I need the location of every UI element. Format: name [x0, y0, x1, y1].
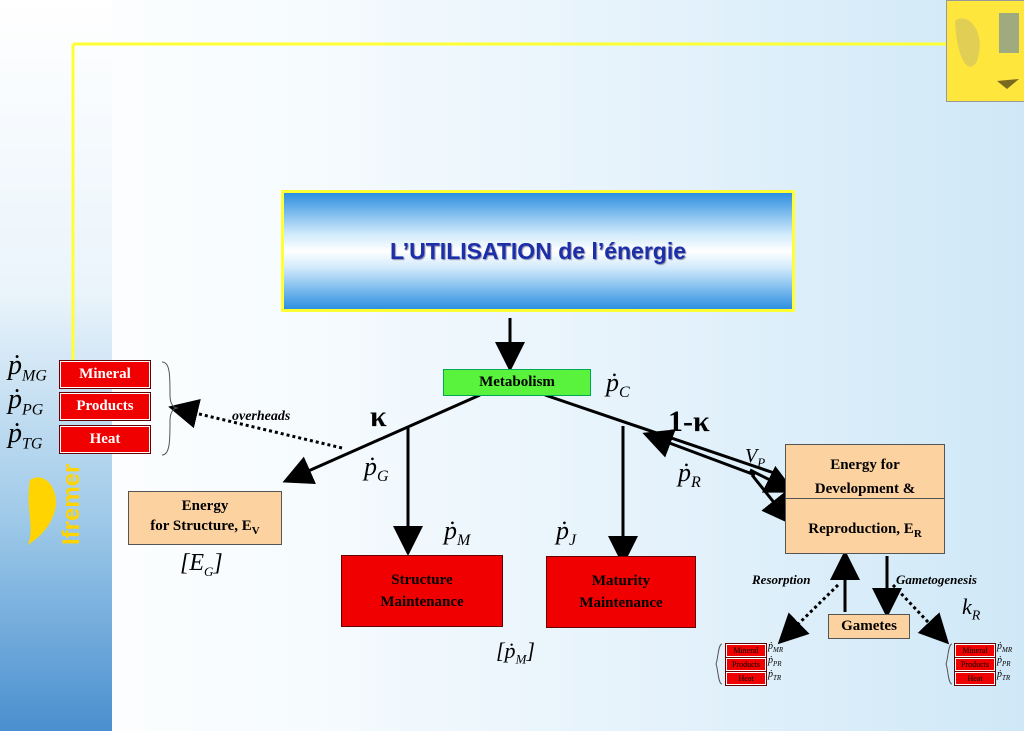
- p-m-symbol: ṗM: [444, 516, 471, 550]
- small-p-mr-1: ṗMR: [768, 641, 784, 654]
- small-p-tr-1: ṗTR: [768, 669, 782, 682]
- kappa-branch-line: [282, 393, 481, 485]
- gametes-box: Gametes: [828, 614, 910, 639]
- small-p-pr-2: ṗPR: [997, 655, 1011, 668]
- resorption-dotted-arrow: [777, 583, 840, 645]
- overheads-dotted-arrow: [168, 398, 343, 450]
- p-r-symbol: ṗR: [678, 458, 701, 492]
- structure-maint-line2: Maintenance: [380, 594, 464, 610]
- small-brace-2: [945, 643, 953, 685]
- products-box: Products: [59, 392, 151, 421]
- title-banner: L’UTILISATION de l’énergie: [281, 190, 795, 312]
- small-p-pr-1: ṗPR: [768, 655, 782, 668]
- p-tg-symbol: ṗTG: [8, 418, 43, 453]
- p-m-bracket-symbol: [ṗM]: [496, 638, 535, 667]
- left-products-brace: [161, 361, 179, 456]
- ifremer-fish-logo: [28, 477, 56, 545]
- vp-arrow-2: [750, 474, 792, 525]
- small-p-tr-2: ṗTR: [997, 669, 1011, 682]
- maturity-maintenance-box: Maturity Maintenance: [546, 556, 696, 628]
- small-p-mr-2: ṗMR: [997, 641, 1013, 654]
- structure-maintenance-box: Structure Maintenance: [341, 555, 503, 627]
- k-r-symbol: kR: [962, 594, 981, 624]
- small-mineral-box-1: Mineral: [725, 643, 767, 658]
- p-j-symbol: ṗJ: [556, 516, 577, 550]
- energy-dev-line2: Development &: [814, 480, 916, 497]
- heat-box: Heat: [59, 425, 151, 454]
- energy-dev-line1: Energy for: [830, 456, 900, 473]
- vp-arrow-1: [749, 465, 796, 493]
- mineral-label: Mineral: [79, 366, 131, 382]
- small-heat-box-1: Heat: [725, 671, 767, 686]
- p-c-symbol: ṗC: [606, 368, 630, 402]
- maturity-maint-line1: Maturity: [591, 573, 651, 589]
- book-cover-image: [946, 0, 1024, 102]
- energy-development-divider: [785, 498, 945, 499]
- overheads-label: overheads: [232, 409, 291, 424]
- structure-maint-line1: Structure: [391, 572, 453, 588]
- small-mineral-box-2: Mineral: [954, 643, 996, 658]
- gametogenesis-dotted-arrow: [891, 583, 950, 645]
- energy-dev-line3: Reproduction, ER: [808, 520, 922, 540]
- energy-structure-line2: for Structure, EV: [150, 517, 260, 537]
- mineral-box: Mineral: [59, 360, 151, 389]
- small-heat-box-2: Heat: [954, 671, 996, 686]
- p-g-symbol: ṗG: [364, 452, 389, 486]
- small-products-box-1: Products: [725, 657, 767, 672]
- resorption-label: Resorption: [752, 572, 811, 587]
- heat-label: Heat: [89, 431, 121, 447]
- maturity-maint-line2: Maintenance: [579, 595, 663, 611]
- small-brace-1: [715, 643, 723, 685]
- products-label: Products: [76, 398, 134, 414]
- energy-structure-box: Energy for Structure, EV: [128, 491, 282, 545]
- gametes-label: Gametes: [841, 618, 897, 634]
- p-mg-symbol: ṗMG: [8, 350, 47, 385]
- small-products-box-2: Products: [954, 657, 996, 672]
- p-pg-symbol: ṗPG: [8, 384, 44, 419]
- e-g-symbol: [EG]: [180, 550, 223, 579]
- page-title: L’UTILISATION de l’énergie: [389, 237, 687, 264]
- metabolism-label: Metabolism: [479, 374, 555, 390]
- energy-development-box: Energy for Development & Reproduction, E…: [785, 444, 945, 554]
- gametogenesis-label: Gametogenesis: [896, 572, 977, 587]
- energy-structure-line1: Energy: [181, 497, 229, 514]
- one-minus-kappa-label: 1-κ: [668, 405, 710, 438]
- metabolism-box: Metabolism: [443, 369, 591, 396]
- v-p-symbol: VP: [745, 445, 766, 470]
- pr-feedback-arrow: [642, 429, 756, 477]
- kappa-label: κ: [370, 400, 387, 433]
